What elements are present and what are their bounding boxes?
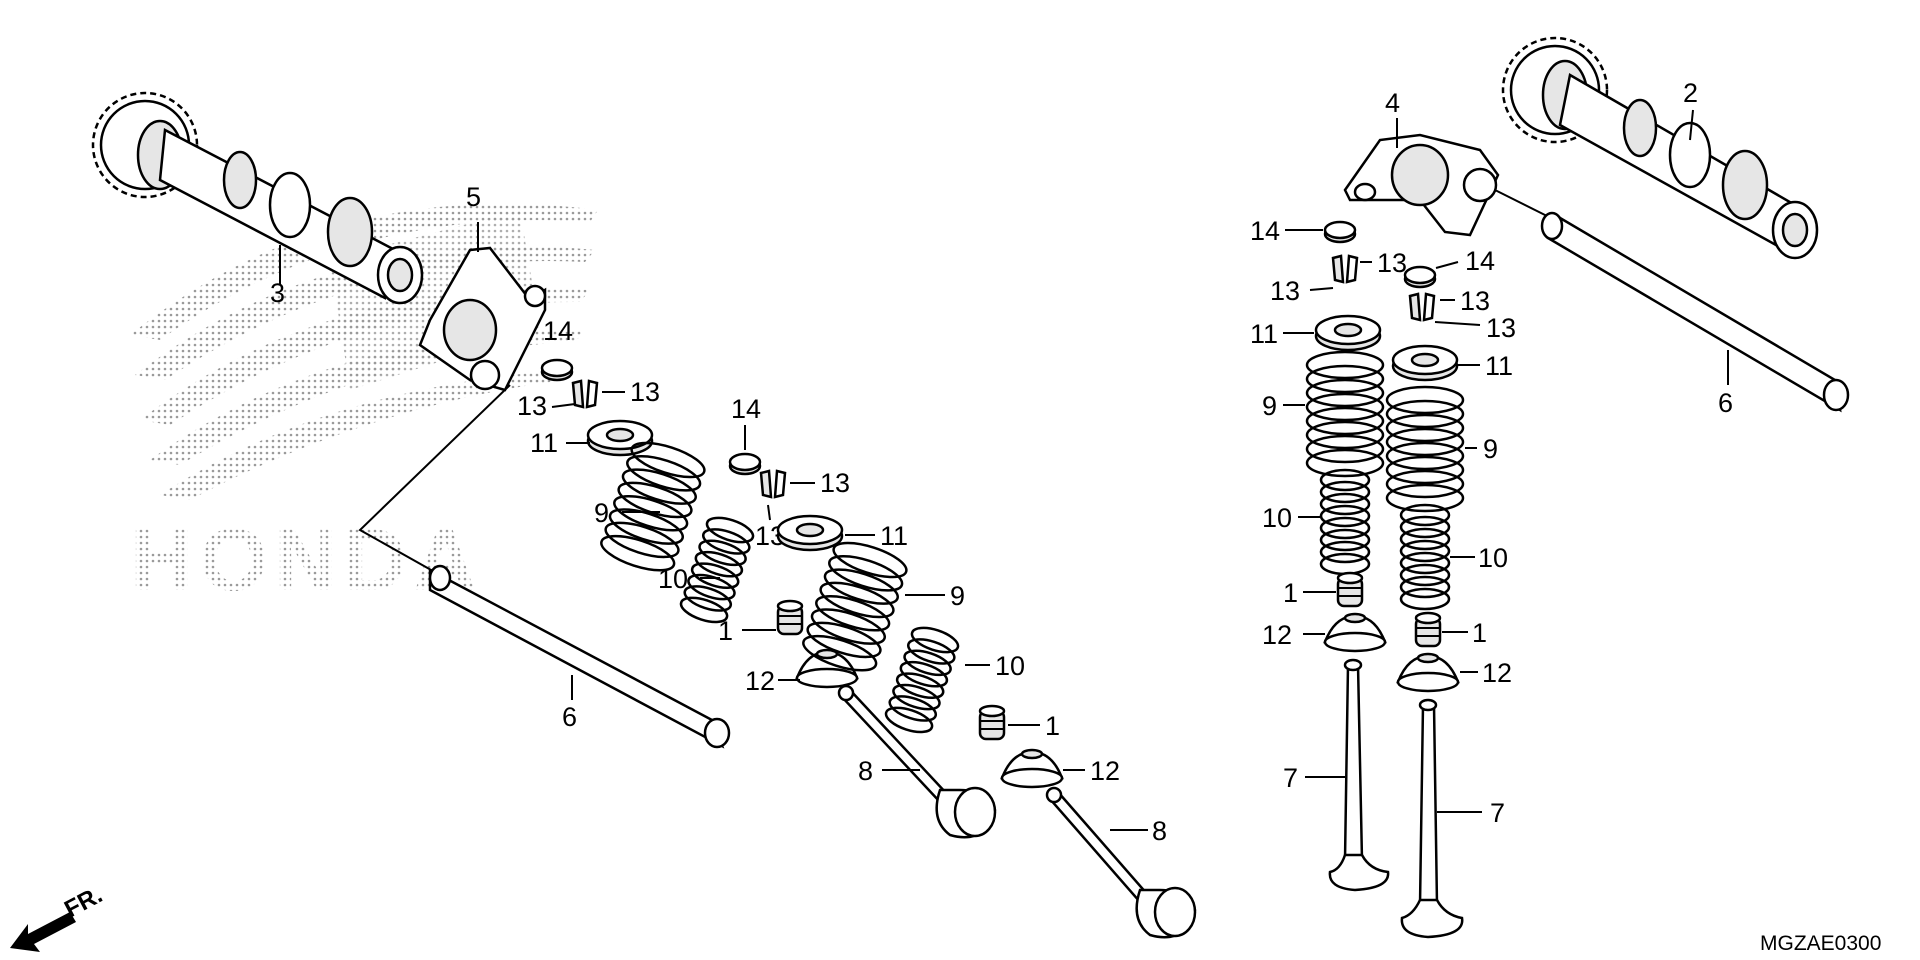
callout-right-rocker-arm: 4 (1385, 88, 1400, 118)
callout-r-a-retainer: 11 (1250, 319, 1278, 349)
callout-left-rocker-arm: 5 (466, 182, 481, 212)
callout-r-a-cotter-1: 13 (1377, 248, 1407, 278)
callout-l-b-retainer: 11 (880, 521, 908, 551)
l-a-inner-spring (676, 511, 758, 629)
l-a-seal (776, 599, 804, 636)
callout-r-a-outer-spring: 9 (1262, 391, 1277, 421)
callout-left-camshaft: 3 (270, 278, 285, 308)
right-camshaft (1501, 36, 1819, 260)
l-a-retainer (586, 419, 654, 457)
left-rocker-shaft (428, 564, 731, 749)
callout-r-b-cotter-1: 13 (1460, 286, 1490, 316)
r-a-valve (1328, 658, 1390, 892)
l-a-cotter (571, 379, 599, 409)
callout-left-rocker-shaft: 6 (562, 702, 577, 732)
callout-l-a-cotter-2: 13 (517, 391, 547, 421)
r-b-retainer (1391, 344, 1459, 382)
right-rocker-arm (1343, 133, 1500, 237)
callout-r-b-cotter-2: 13 (1486, 313, 1516, 343)
callout-l-b-outer-spring: 9 (950, 581, 965, 611)
l-b-retainer (776, 514, 844, 552)
callout-l-b-shim: 14 (731, 394, 761, 424)
l-a-shim (540, 358, 574, 382)
left-camshaft (91, 91, 424, 305)
l-b-valve (1045, 786, 1197, 939)
l-a-outer-spring (596, 434, 710, 579)
l-b-seal (978, 704, 1006, 741)
r-b-seat (1396, 652, 1460, 693)
callout-r-b-inner-spring: 10 (1478, 543, 1508, 573)
l-b-inner-spring (881, 621, 963, 739)
callout-r-b-shim: 14 (1465, 246, 1495, 276)
assembly-line-left (358, 384, 511, 576)
callout-r-b-retainer: 11 (1485, 351, 1513, 381)
r-b-inner-spring (1399, 503, 1451, 611)
left-rocker-arm (418, 246, 547, 392)
callout-l-a-inner-spring: 10 (658, 564, 688, 594)
r-b-outer-spring (1385, 385, 1465, 513)
callout-l-a-seal: 1 (718, 616, 733, 646)
l-b-shim (728, 452, 762, 476)
callout-l-b-inner-spring: 10 (995, 651, 1025, 681)
r-b-seal (1414, 611, 1442, 648)
callout-l-b-seal: 1 (1045, 711, 1060, 741)
callout-right-rocker-shaft: 6 (1718, 388, 1733, 418)
watermark-text: HONDA (130, 510, 483, 609)
l-b-outer-spring (798, 534, 912, 679)
l-a-valve (837, 684, 997, 839)
callout-l-b-seat: 12 (1090, 756, 1120, 786)
r-b-shim (1403, 265, 1437, 289)
callout-l-a-valve: 8 (858, 756, 873, 786)
right-rocker-shaft (1540, 211, 1850, 413)
callout-l-a-shim: 14 (543, 316, 573, 346)
callout-r-a-inner-spring: 10 (1262, 503, 1292, 533)
l-b-cotter (759, 469, 787, 499)
r-b-cotter (1408, 292, 1436, 322)
callout-l-b-valve: 8 (1152, 816, 1167, 846)
callout-right-camshaft: 2 (1683, 78, 1698, 108)
r-a-inner-spring (1319, 468, 1371, 576)
r-a-seat (1323, 612, 1387, 653)
r-b-valve (1400, 698, 1464, 939)
callout-r-a-valve: 7 (1283, 763, 1298, 793)
callout-r-b-valve: 7 (1490, 798, 1505, 828)
callout-l-a-retainer: 11 (530, 428, 558, 458)
r-a-shim (1323, 220, 1357, 244)
r-a-outer-spring (1305, 350, 1385, 478)
callout-r-a-shim: 14 (1250, 216, 1280, 246)
front-arrow-icon (10, 912, 76, 952)
callout-l-a-outer-spring: 9 (594, 498, 609, 528)
callout-r-a-cotter-2: 13 (1270, 276, 1300, 306)
callout-l-a-cotter-1: 13 (630, 377, 660, 407)
callout-r-b-seat: 12 (1482, 658, 1512, 688)
r-a-cotter (1331, 254, 1359, 284)
callout-r-b-outer-spring: 9 (1483, 434, 1498, 464)
callout-r-a-seat: 12 (1262, 620, 1292, 650)
diagram-code: MGZAE0300 (1760, 932, 1881, 955)
r-a-seal (1336, 571, 1364, 608)
l-b-seat (1000, 748, 1064, 789)
callout-r-b-seal: 1 (1472, 618, 1487, 648)
callout-r-a-seal: 1 (1283, 578, 1298, 608)
callout-l-b-cotter-1: 13 (820, 468, 850, 498)
r-a-retainer (1314, 314, 1382, 352)
callout-l-a-seat: 12 (745, 666, 775, 696)
